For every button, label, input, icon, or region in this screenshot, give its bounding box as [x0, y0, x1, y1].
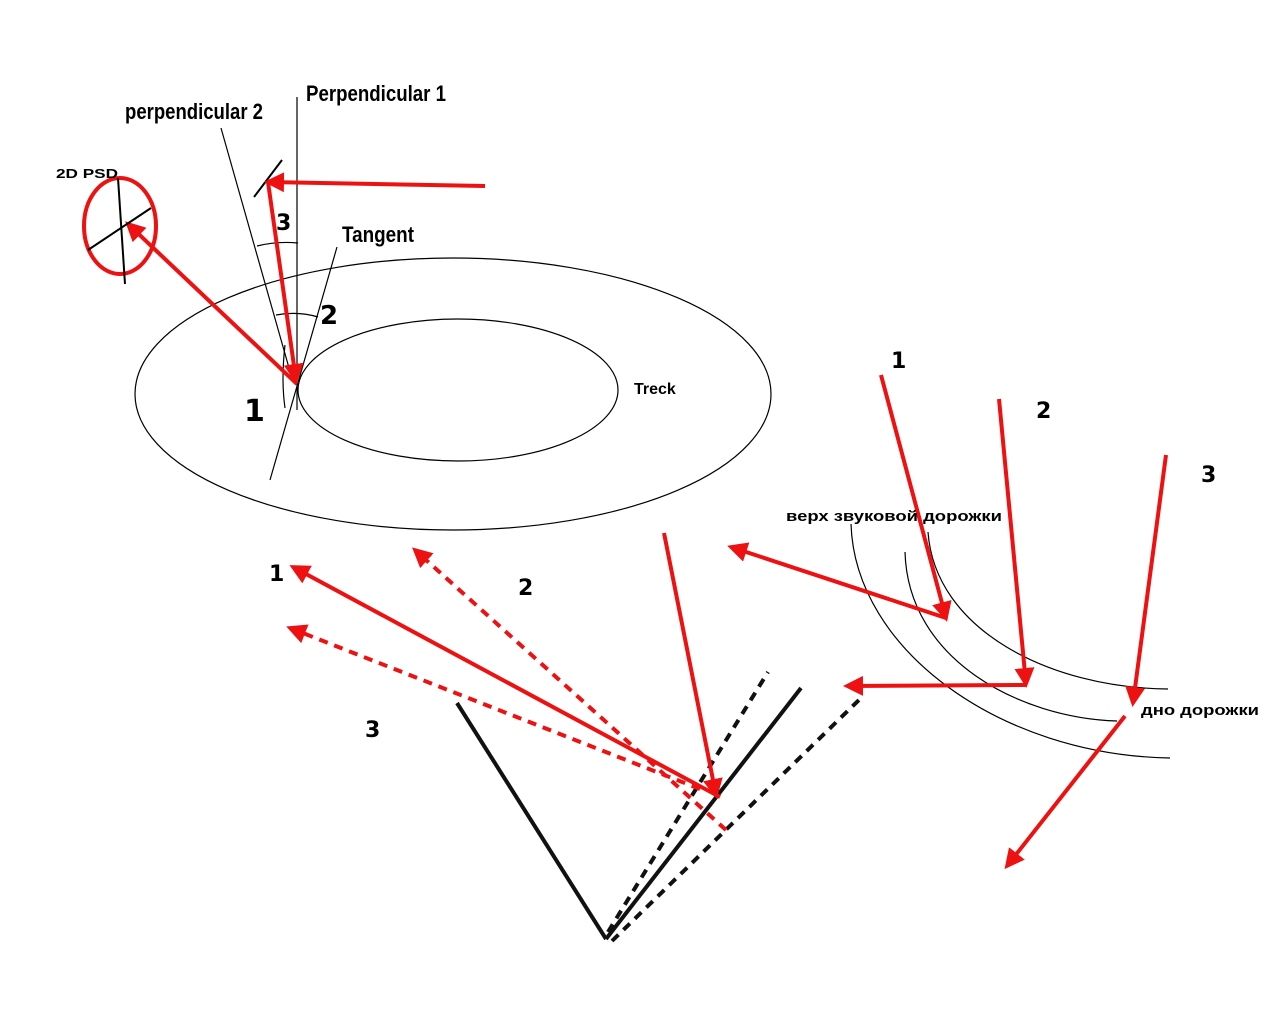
angle-3-label: 3	[276, 211, 291, 236]
groove-curve-bottom	[850, 523, 1171, 759]
reflect-1-label: 1	[269, 562, 284, 587]
groove-beam-2-out	[843, 675, 1027, 696]
tangent-label: Tangent	[342, 222, 415, 247]
groove-beam-2-in	[997, 398, 1035, 688]
incident-beam	[264, 172, 486, 193]
v-groove-right-wall	[604, 686, 803, 941]
perpendicular-2-line	[220, 127, 294, 383]
groove-beam-1-out	[727, 542, 947, 620]
v-groove-left-wall	[455, 701, 608, 941]
groove-beam-3-out	[1004, 714, 1127, 870]
v-reflected-beam-1	[289, 565, 721, 799]
groove-curve-top	[927, 531, 1169, 690]
perpendicular-2-label: perpendicular 2	[125, 99, 263, 124]
groove-curve-middle	[904, 551, 1118, 722]
groove-beam-3-in	[1125, 454, 1168, 707]
groove-bottom-label: дно дорожки	[1141, 702, 1259, 719]
tangent-line	[269, 246, 338, 481]
point-1-label: 1	[244, 394, 265, 429]
v-reflected-beam-2	[412, 547, 728, 832]
groove-beam-1-in	[879, 374, 952, 622]
groove-beam-2-label: 2	[1036, 399, 1051, 424]
perpendicular-1-label: Perpendicular 1	[306, 81, 446, 106]
reflect-3-label: 3	[365, 718, 380, 743]
reflected-beam-to-psd	[125, 221, 299, 386]
groove-beam-1-label: 1	[891, 349, 906, 374]
groove-beam-3-label: 3	[1201, 463, 1216, 488]
angle-2-label: 2	[320, 301, 338, 331]
groove-top-label: верх звуковой дорожки	[786, 508, 1002, 525]
disc-outer-edge	[134, 257, 772, 531]
v-groove-wall-dashed-lower	[610, 695, 864, 943]
v-incident-beam	[662, 532, 723, 799]
mirror-to-disc-beam	[266, 181, 304, 384]
psd-axis-diagonal	[87, 207, 152, 251]
disc-inner-edge	[297, 318, 619, 462]
v-groove-wall-dashed-upper	[606, 670, 770, 934]
reflect-2-label: 2	[518, 576, 533, 601]
angle-1-arc	[282, 344, 286, 409]
treck-label: Treck	[634, 381, 676, 398]
angle-2-arc	[275, 312, 319, 318]
psd-sensor-ring	[82, 176, 158, 276]
psd-label: 2D PSD	[56, 166, 118, 181]
psd-axis-vertical	[117, 177, 126, 285]
